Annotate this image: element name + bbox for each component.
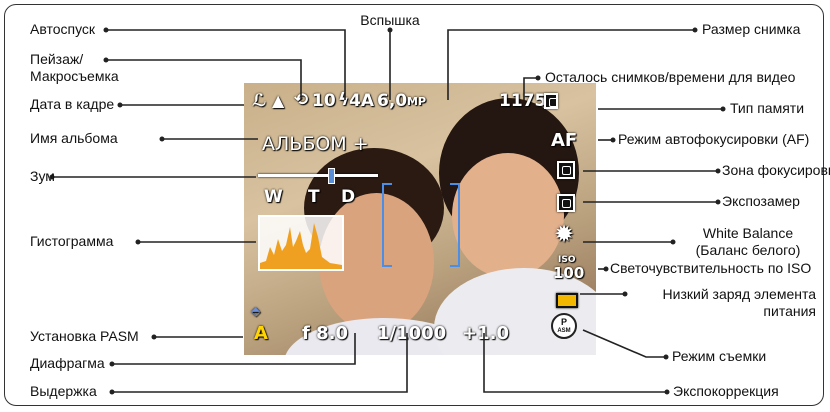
mode-dial-icon: P ASM	[551, 313, 577, 339]
remaining-value: 1175	[499, 91, 547, 111]
label-shooting-mode: Режим съемки	[672, 348, 767, 364]
label-self-timer: Автоспуск	[30, 21, 96, 37]
pasm-value: A	[254, 323, 268, 344]
label-picture-size: Размер снимка	[702, 21, 801, 37]
label-pasm: Установка PASM	[30, 328, 139, 344]
label-aperture: Диафрагма	[30, 355, 105, 371]
picture-size-unit: MP	[407, 95, 427, 108]
pasm-arrow-icon: ⬘	[251, 304, 261, 318]
label-shutter: Выдержка	[30, 383, 97, 399]
iso-value: 100	[553, 264, 585, 282]
camera-lcd-screen: ℒ ▲ ⟲ 10 ϟ 4A 6,0 MP 1175 АЛЬБОМ + W T D…	[244, 83, 596, 355]
flash-icon: ϟ	[338, 90, 350, 110]
label-exposure-comp: Экспокоррекция	[673, 383, 779, 399]
flash-value: 4A	[349, 91, 374, 111]
histogram	[258, 215, 344, 271]
label-iso: Светочувствительность по ISO	[610, 260, 812, 276]
album-name: АЛЬБОМ +	[262, 133, 369, 155]
label-zoom: Зум	[30, 168, 55, 184]
aperture-value: f 8.0	[302, 323, 348, 344]
zoom-w: W	[264, 187, 283, 207]
label-low-battery-2: питания	[763, 303, 816, 319]
zoom-d: D	[341, 187, 356, 207]
iso-label: ISO	[558, 255, 576, 265]
label-storage-type: Тип памяти	[730, 100, 805, 116]
focus-zone-icon	[557, 161, 575, 179]
metering-icon	[557, 194, 575, 212]
exposure-comp-value: +1.0	[462, 323, 509, 344]
shutter-value: 1/1000	[377, 323, 447, 344]
label-remaining: Осталось снимков/времени для видео	[545, 69, 796, 85]
label-low-battery-1: Низкий заряд элемента	[662, 286, 816, 302]
label-white-balance-1: White Balance	[702, 225, 794, 241]
label-landscape-macro-1: Пейзаж/	[30, 51, 84, 67]
self-timer-value: 10	[312, 91, 336, 111]
landscape-icon: ▲	[272, 91, 285, 110]
child-right-face	[452, 153, 564, 278]
label-date-stamp: Дата в кадре	[30, 96, 115, 112]
zoom-indicator	[328, 168, 335, 184]
zoom-t: T	[308, 187, 320, 207]
white-balance-icon: ✹	[554, 220, 575, 248]
diagram-frame	[4, 4, 824, 406]
zoom-bar	[258, 174, 378, 177]
af-icon: AF	[551, 130, 578, 151]
label-exposure-metering: Экспозамер	[722, 193, 800, 209]
label-focus-zone: Зона фокусировки	[722, 162, 830, 178]
label-flash: Вспышка	[360, 12, 420, 28]
mode-sub: ASM	[557, 328, 571, 334]
date-stamp-icon: ℒ	[252, 91, 267, 111]
label-album-name: Имя альбома	[30, 130, 118, 146]
label-landscape-macro-2: Макросъемка	[30, 68, 119, 84]
battery-icon	[556, 293, 578, 308]
label-histogram: Гистограмма	[30, 233, 114, 249]
memory-card-icon	[544, 93, 558, 109]
label-white-balance-2: (Баланс белого)	[695, 242, 801, 258]
picture-size-value: 6,0	[377, 91, 408, 111]
focus-bracket-right	[450, 183, 460, 267]
focus-bracket-left	[382, 183, 392, 267]
label-af-mode: Режим автофокусировки (AF)	[618, 131, 810, 147]
mode-letter: P	[560, 317, 567, 327]
